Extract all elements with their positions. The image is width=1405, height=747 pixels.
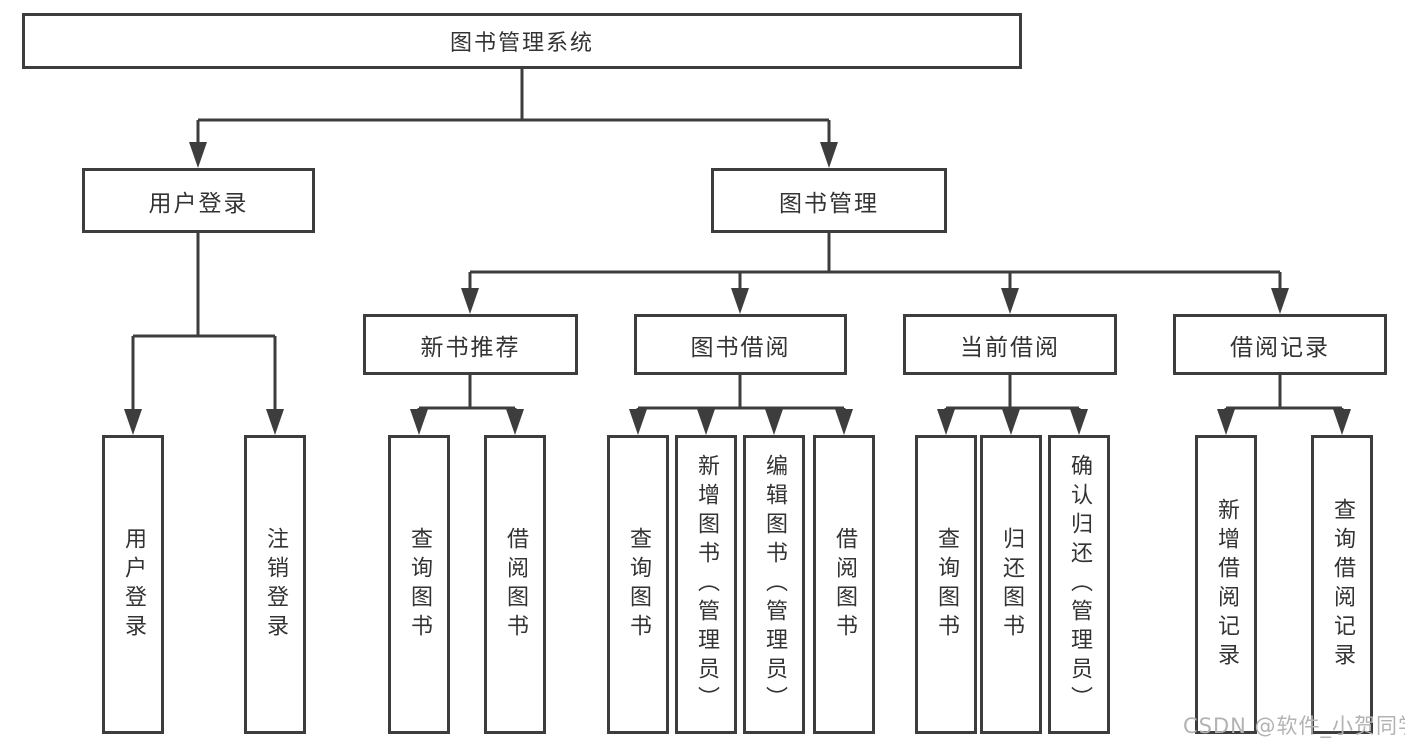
leaf-query-books-3: 查询图书 — [915, 435, 977, 734]
leaf-borrow-books-2: 借阅图书 — [813, 435, 875, 734]
watermark-text: CSDN @软件_小贺同学 — [1183, 714, 1405, 738]
leaf-logout: 注销登录 — [244, 435, 306, 734]
leaf-query-books-2-label: 查询图书 — [626, 526, 651, 643]
leaf-user-login: 用户登录 — [102, 435, 164, 734]
leaf-return-books: 归还图书 — [980, 435, 1042, 734]
leaf-add-borrow-record-label: 新增借阅记录 — [1214, 497, 1239, 672]
leaf-logout-label: 注销登录 — [263, 526, 288, 643]
leaf-confirm-return-admin-label: 确认归还（管理员） — [1067, 454, 1092, 715]
leaf-add-book-admin: 新增图书（管理员） — [675, 435, 737, 734]
leaf-query-books-2: 查询图书 — [607, 435, 669, 734]
node-book-management: 图书管理 — [711, 168, 947, 233]
leaf-return-books-label: 归还图书 — [999, 526, 1024, 643]
leaf-query-borrow-record: 查询借阅记录 — [1311, 435, 1373, 734]
leaf-borrow-books-2-label: 借阅图书 — [832, 526, 857, 643]
node-current-borrowing: 当前借阅 — [903, 314, 1117, 375]
node-user-login: 用户登录 — [82, 168, 315, 233]
leaf-edit-book-admin-label: 编辑图书（管理员） — [762, 454, 787, 715]
node-library-management-system: 图书管理系统 — [22, 13, 1022, 69]
node-book-borrowing: 图书借阅 — [634, 314, 847, 375]
leaf-add-book-admin-label: 新增图书（管理员） — [694, 454, 719, 715]
leaf-borrow-books: 借阅图书 — [484, 435, 546, 734]
leaf-borrow-books-label: 借阅图书 — [503, 526, 528, 643]
node-new-book-recommendation: 新书推荐 — [363, 314, 578, 375]
leaf-query-books: 查询图书 — [388, 435, 450, 734]
leaf-add-borrow-record: 新增借阅记录 — [1195, 435, 1257, 734]
leaf-query-books-3-label: 查询图书 — [934, 526, 959, 643]
leaf-query-borrow-record-label: 查询借阅记录 — [1330, 497, 1355, 672]
leaf-user-login-label: 用户登录 — [121, 526, 146, 643]
node-borrowing-records: 借阅记录 — [1173, 314, 1387, 375]
leaf-query-books-label: 查询图书 — [407, 526, 432, 643]
leaf-confirm-return-admin: 确认归还（管理员） — [1048, 435, 1110, 734]
leaf-edit-book-admin: 编辑图书（管理员） — [743, 435, 805, 734]
